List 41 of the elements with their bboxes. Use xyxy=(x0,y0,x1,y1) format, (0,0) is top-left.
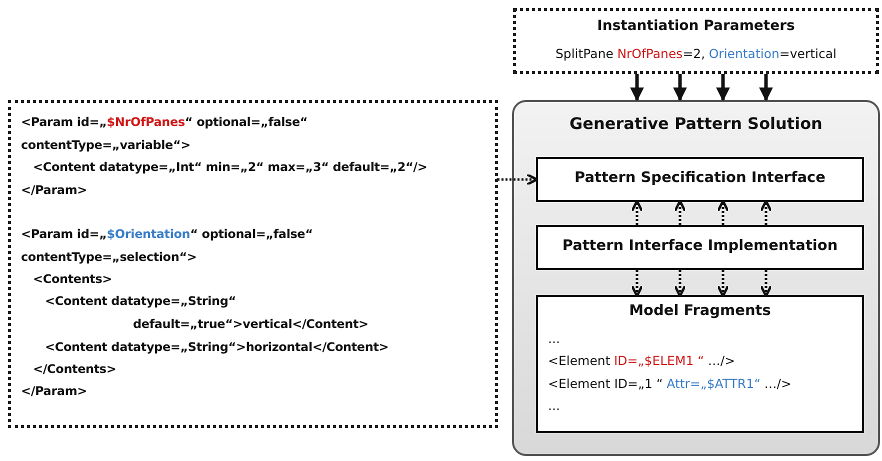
code-line: contentType=„variable“> xyxy=(21,138,191,152)
fragment-line: ... xyxy=(548,331,560,346)
arrow xyxy=(759,74,773,102)
arrow xyxy=(760,200,772,225)
panel-title: Instantiation Parameters xyxy=(596,18,796,34)
process-box xyxy=(536,295,864,433)
arrow xyxy=(674,270,686,298)
box-label: Pattern Interface Implementation xyxy=(561,238,839,254)
arrow xyxy=(716,74,730,102)
arrow xyxy=(630,270,644,298)
arrow xyxy=(630,200,644,225)
parameter-panel xyxy=(513,8,879,74)
code-line: <Contents> xyxy=(33,272,112,286)
process-box xyxy=(536,157,864,202)
process-box xyxy=(536,225,864,270)
container-title: Generative Pattern Solution xyxy=(568,114,824,133)
fragment-line: ... xyxy=(548,398,560,413)
code-line: <Content datatype=„String“ xyxy=(45,294,236,308)
code-line: </Contents> xyxy=(33,362,116,376)
box-heading: Model Fragments xyxy=(628,303,772,319)
arrow xyxy=(716,270,730,298)
parameter-text: SplitPane NrOfPanes=2, Orientation=vertical xyxy=(554,46,838,61)
arrow xyxy=(674,200,686,225)
code-line: contentType=„selection“> xyxy=(21,250,197,264)
arrow xyxy=(716,200,730,225)
code-panel xyxy=(8,100,498,428)
solution-container xyxy=(512,100,880,456)
fragment-line: <Element ID=„1 “ Attr=„$ATTR1“ …/> xyxy=(548,376,792,391)
code-line: </Param> xyxy=(21,384,87,398)
code-line: <Content datatype=„Int“ min=„2“ max=„3“ default=„2“/> xyxy=(33,160,428,174)
arrow xyxy=(760,270,772,298)
fragment-line: <Element ID=„$ELEM1 “ …/> xyxy=(548,353,736,368)
code-line: </Param> xyxy=(21,183,87,197)
code-line: <Content datatype=„String“>horizontal</Content> xyxy=(45,340,389,354)
code-line: <Param id=„$Orientation“ optional=„false“ xyxy=(21,227,313,241)
arrow xyxy=(496,173,538,186)
arrow xyxy=(673,74,687,102)
box-label: Pattern Specification Interface xyxy=(574,170,826,186)
arrow xyxy=(630,74,644,102)
code-line: default=„true“>vertical</Content> xyxy=(133,317,368,331)
code-line: <Param id=„$NrOfPanes“ optional=„false“ xyxy=(21,115,308,129)
